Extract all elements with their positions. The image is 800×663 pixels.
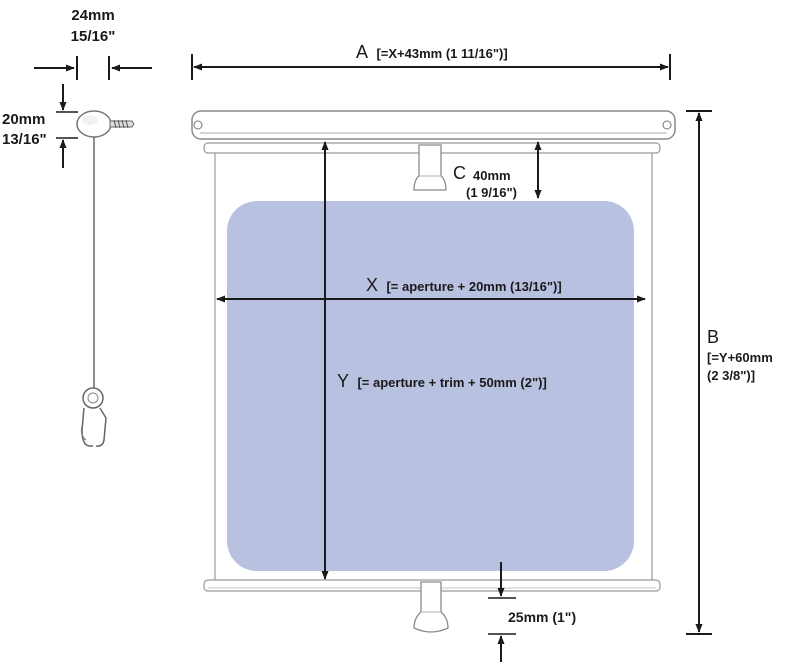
bracket-height-in: 13/16" <box>2 131 47 148</box>
dim-x-letter: X <box>366 275 378 295</box>
screw-thread <box>113 119 129 129</box>
dim-b-line1: [=Y+60mm <box>707 350 773 365</box>
top-pull-handle <box>413 144 447 191</box>
dim-bottom-label: 25mm (1") <box>508 609 576 625</box>
screw-icon <box>109 120 135 128</box>
dim-a-label: A [=X+43mm (1 11/16")] <box>356 42 508 62</box>
dim-y-label: Y [= aperture + trim + 50mm (2")] <box>337 371 547 391</box>
dim-c-line2: (1 9/16") <box>466 185 517 200</box>
dim-b-line2: (2 3/8")] <box>707 368 755 383</box>
dim-y-text: [= aperture + trim + 50mm (2")] <box>357 375 546 390</box>
dim-a-text: [=X+43mm (1 11/16")] <box>376 46 507 61</box>
dim-y-letter: Y <box>337 371 349 391</box>
dimension-a: A [=X+43mm (1 11/16")] <box>191 42 671 80</box>
top-roller-tube <box>191 110 676 140</box>
side-bracket-detail: 24mm 15/16" 20mm 13/16" <box>2 7 152 447</box>
bracket-width-mm: 24mm <box>71 7 114 24</box>
dimension-x: X [= aperture + 20mm (13/16")] <box>216 275 646 303</box>
bracket-width-in: 15/16" <box>71 28 116 45</box>
dimension-y: Y [= aperture + trim + 50mm (2")] <box>321 141 547 580</box>
dimension-c: C 40mm (1 9/16") <box>453 141 542 200</box>
blind-panel <box>227 201 634 571</box>
roller-blind <box>191 110 676 633</box>
dim-c-line1: 40mm <box>473 168 511 183</box>
dimension-bottom: 25mm (1") <box>488 562 576 662</box>
dim-a-letter: A <box>356 42 368 62</box>
cord-guide-highlight <box>82 115 98 125</box>
dim-c-letter: C <box>453 163 466 183</box>
dim-b-letter: B <box>707 327 719 347</box>
dim-x-label: X [= aperture + 20mm (13/16")] <box>366 275 562 295</box>
cord-hook-base <box>80 425 87 441</box>
top-roller-cap-left <box>193 120 203 130</box>
dimension-b: B [=Y+60mm (2 3/8")] <box>686 110 773 635</box>
bracket-height-mm: 20mm <box>2 111 45 128</box>
cord-hook-ring-inner <box>87 392 99 404</box>
top-roller-cap-right <box>662 120 672 130</box>
dim-x-text: [= aperture + 20mm (13/16")] <box>386 279 561 294</box>
bottom-pull-handle <box>413 581 449 633</box>
